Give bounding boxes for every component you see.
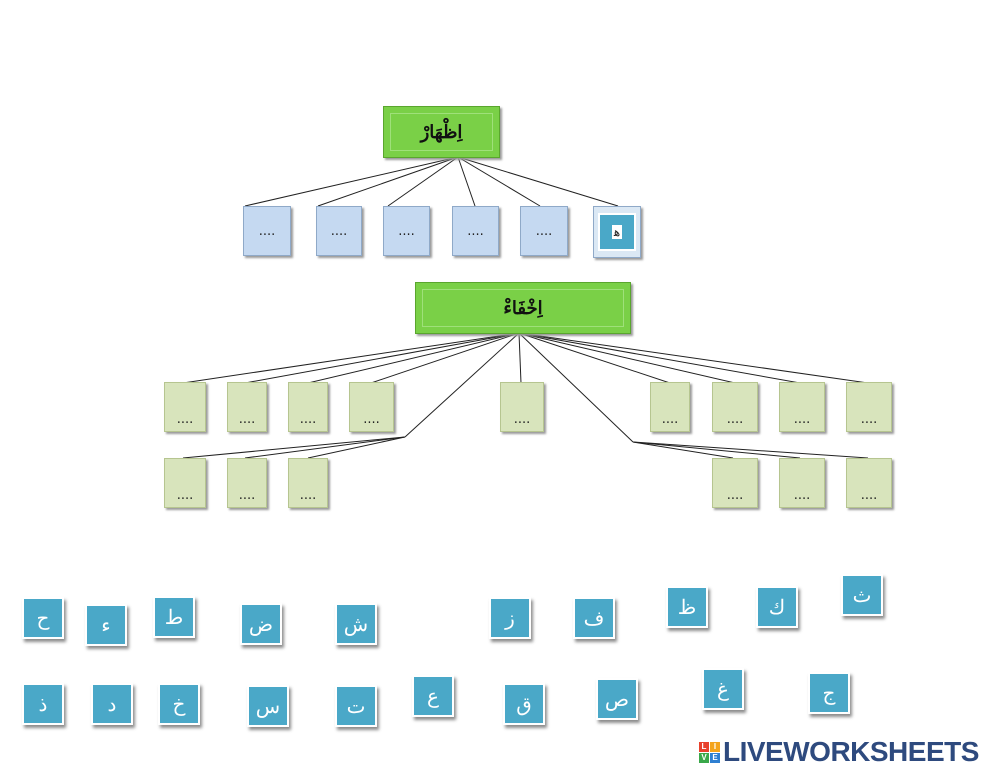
connector-line — [182, 436, 406, 459]
ikhfa-slot[interactable]: .... — [779, 458, 825, 508]
letter-tile[interactable]: ت — [335, 685, 377, 727]
connector-line — [518, 332, 736, 384]
letter-tile[interactable]: د — [91, 683, 133, 725]
connector-line — [370, 332, 520, 384]
connector-line — [632, 441, 869, 459]
letter-tile[interactable]: ث — [841, 574, 883, 616]
ikhfa-slot[interactable]: .... — [712, 458, 758, 508]
connector-line — [518, 332, 522, 384]
ikhfa-slot[interactable]: .... — [712, 382, 758, 432]
letter-tile[interactable]: ح — [22, 597, 64, 639]
letter-tile[interactable]: ج — [808, 672, 850, 714]
letter-tile[interactable]: س — [247, 685, 289, 727]
letter-tile[interactable]: ذ — [22, 683, 64, 725]
ikhfa-slot[interactable]: .... — [500, 382, 544, 432]
izhar-slot-filled[interactable]: ﻫ — [593, 206, 641, 258]
ikhfa-slot[interactable]: .... — [288, 458, 328, 508]
letter-tile[interactable]: ط — [153, 596, 195, 638]
izhar-slot[interactable]: .... — [383, 206, 430, 256]
connector-line — [307, 436, 406, 459]
connector-line — [457, 156, 619, 207]
ikhfa-title-box: اِخْفَاءْ — [415, 282, 631, 334]
connector-line — [632, 441, 801, 459]
izhar-title-box: اِظْهَارْ — [383, 106, 500, 158]
ikhfa-slot[interactable]: .... — [846, 382, 892, 432]
letter-tile[interactable]: ش — [335, 603, 377, 645]
ikhfa-title: اِخْفَاءْ — [503, 297, 543, 319]
liveworksheets-logo: L I V E LIVEWORKSHEETS — [699, 736, 979, 768]
connector-line — [404, 332, 520, 438]
letter-tile[interactable]: خ — [158, 683, 200, 725]
izhar-slot[interactable]: .... — [316, 206, 362, 256]
placed-tile[interactable]: ﻫ — [598, 213, 636, 251]
connector-line — [457, 156, 541, 207]
izhar-slot[interactable]: .... — [452, 206, 499, 256]
ikhfa-slot[interactable]: .... — [349, 382, 394, 432]
connector-line — [317, 156, 459, 207]
letter-tile[interactable]: ء — [85, 604, 127, 646]
letter-tile[interactable]: ك — [756, 586, 798, 628]
connector-line — [518, 332, 671, 384]
ikhfa-slot[interactable]: .... — [164, 382, 206, 432]
ikhfa-slot[interactable]: .... — [227, 382, 267, 432]
ikhfa-slot[interactable]: .... — [650, 382, 690, 432]
letter-tile[interactable]: ق — [503, 683, 545, 725]
connector-line — [632, 441, 734, 459]
izhar-slot[interactable]: .... — [243, 206, 291, 256]
letter-tile[interactable]: ض — [240, 603, 282, 645]
connector-line — [518, 332, 869, 384]
connector-line — [307, 332, 520, 384]
connector-line — [182, 332, 520, 384]
connector-line — [457, 156, 476, 207]
connector-line — [244, 156, 459, 207]
connector-line — [244, 436, 406, 459]
letter-tile[interactable]: ظ — [666, 586, 708, 628]
ikhfa-slot[interactable]: .... — [288, 382, 328, 432]
letter-tile[interactable]: غ — [702, 668, 744, 710]
ikhfa-slot[interactable]: .... — [779, 382, 825, 432]
izhar-slot[interactable]: .... — [520, 206, 568, 256]
connector-line — [518, 332, 634, 443]
connector-line — [518, 332, 801, 384]
connector-line — [244, 332, 520, 384]
logo-icon: L I V E — [699, 741, 720, 763]
ikhfa-slot[interactable]: .... — [164, 458, 206, 508]
letter-tile[interactable]: ز — [489, 597, 531, 639]
letter-tile[interactable]: ف — [573, 597, 615, 639]
ikhfa-slot[interactable]: .... — [846, 458, 892, 508]
ikhfa-slot[interactable]: .... — [227, 458, 267, 508]
letter-tile[interactable]: ع — [412, 675, 454, 717]
letter-tile[interactable]: ص — [596, 678, 638, 720]
izhar-title: اِظْهَارْ — [420, 121, 463, 143]
logo-text: LIVEWORKSHEETS — [723, 736, 979, 767]
connector-line — [387, 156, 459, 207]
